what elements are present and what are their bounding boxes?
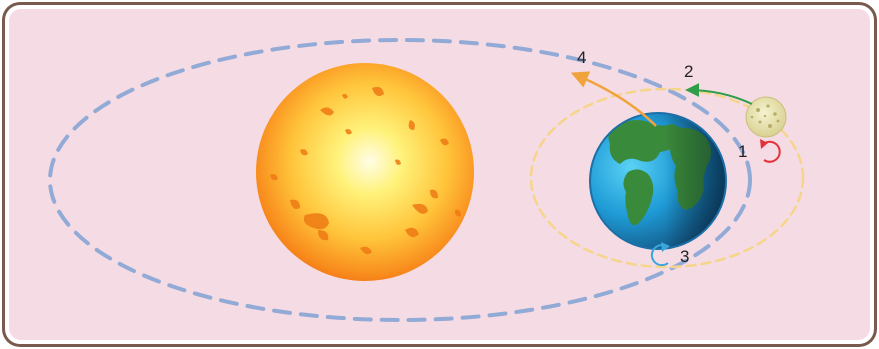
earth-rotation-arrow: [650, 242, 670, 267]
label-moon-rotation: 1: [738, 142, 747, 161]
label-earth-orbit: 4: [577, 48, 586, 67]
moon-orbit-path: [529, 87, 805, 269]
earth-icon: [589, 112, 727, 250]
sun-icon: [256, 63, 474, 281]
moon-rotation-arrow: [760, 139, 781, 163]
earth-orbit-arrow: [570, 71, 657, 127]
label-earth-rotation: 3: [680, 247, 689, 266]
earth-orbit-path: [48, 38, 752, 322]
label-moon-orbit: 2: [684, 62, 693, 81]
moon-icon: [745, 96, 787, 138]
moon-orbit-arrow: [685, 83, 753, 105]
